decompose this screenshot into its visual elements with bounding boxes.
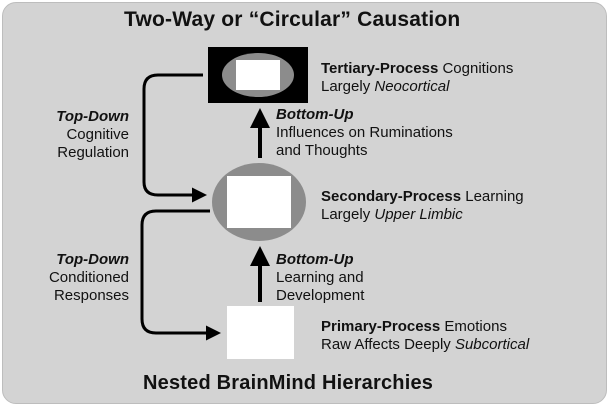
top-down-lower-line2: Responses — [53, 287, 129, 304]
bottom-up-upper-line1: Influences on Ruminations — [276, 124, 453, 141]
top-down-lower-line1: Conditioned — [48, 269, 129, 286]
bottom-up-lower-line2: Development — [276, 287, 365, 304]
diagram-title: Two-Way or “Circular” Causation — [124, 8, 461, 31]
secondary-label-line2: Largely Upper Limbic — [321, 206, 463, 224]
primary-label-line1: Primary-Process Emotions — [321, 318, 507, 336]
primary-label-line2: Raw Affects Deeply Subcortical — [321, 336, 529, 354]
top-down-lower-heading: Top-Down — [56, 251, 129, 268]
tertiary-label-bold: Tertiary-Process — [321, 60, 439, 77]
primary-label-line2-italic: Subcortical — [454, 336, 530, 353]
tertiary-label-line2-italic: Neocortical — [374, 78, 450, 95]
secondary-label-bold: Secondary-Process — [321, 188, 462, 205]
bottom-up-upper-line2: and Thoughts — [276, 142, 368, 159]
tertiary-label-rest: Cognitions — [438, 60, 514, 77]
bottom-up-lower-line1: Learning and — [276, 269, 364, 286]
tertiary-label-line2-text: Largely — [321, 78, 375, 95]
tertiary-label-line1: Tertiary-Process Cognitions — [321, 60, 513, 78]
primary-white-box — [227, 306, 294, 359]
bottom-up-lower-heading: Bottom-Up — [276, 251, 354, 268]
top-down-upper-line1: Cognitive — [66, 126, 129, 143]
primary-label-rest: Emotions — [440, 318, 507, 335]
secondary-label-line1: Secondary-Process Learning — [321, 188, 524, 206]
secondary-label-rest: Learning — [461, 188, 524, 205]
primary-label-bold: Primary-Process — [321, 318, 441, 335]
secondary-label-line2-text: Largely — [321, 206, 375, 223]
secondary-label-line2-italic: Upper Limbic — [374, 206, 463, 223]
bottom-up-upper-heading: Bottom-Up — [276, 106, 354, 123]
secondary-white-box — [227, 176, 291, 228]
top-down-upper-line2: Regulation — [57, 144, 129, 161]
primary-label-line2-text: Raw Affects Deeply — [321, 336, 455, 353]
diagram-footer: Nested BrainMind Hierarchies — [143, 372, 434, 394]
top-down-upper-heading: Top-Down — [56, 108, 129, 125]
tertiary-white-box — [236, 60, 280, 90]
top-down-arrow-upper — [142, 73, 207, 203]
tertiary-label-line2: Largely Neocortical — [321, 78, 449, 96]
top-down-arrow-lower — [140, 209, 221, 341]
